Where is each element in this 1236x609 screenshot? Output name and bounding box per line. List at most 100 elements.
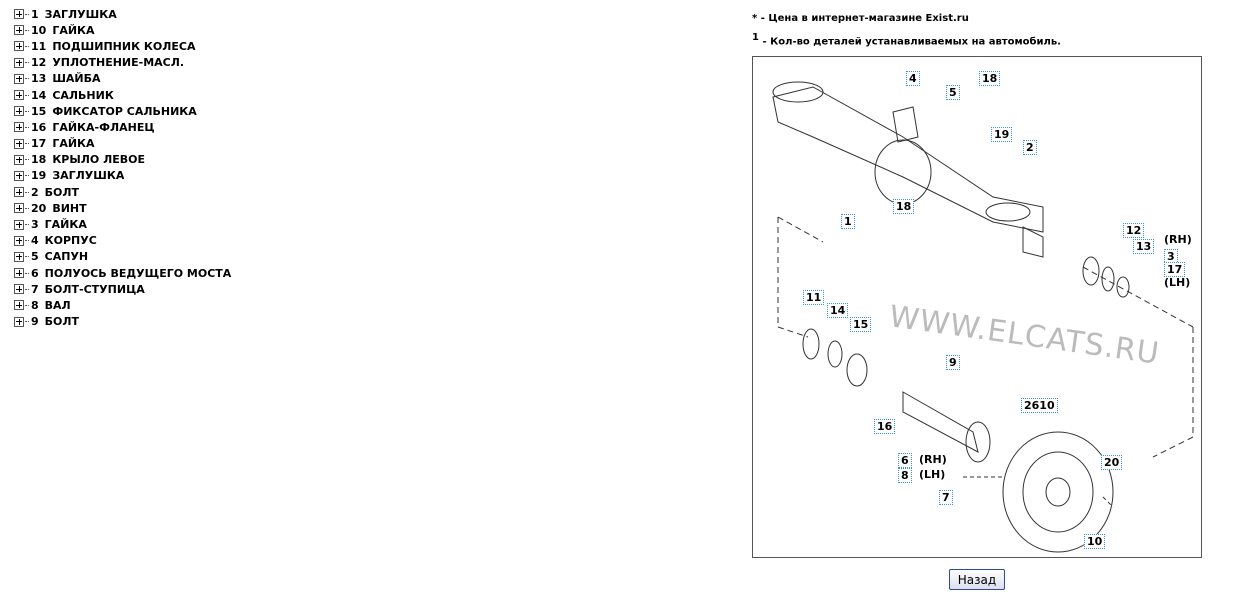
callout-6[interactable]: 6 [898, 453, 912, 468]
callout-16[interactable]: 16 [874, 419, 896, 434]
tree-connector [25, 288, 29, 290]
callout-13[interactable]: 13 [1133, 239, 1155, 254]
expand-plus-icon[interactable] [14, 25, 24, 36]
expand-plus-icon[interactable] [14, 187, 24, 198]
callout-20[interactable]: 20 [1101, 455, 1123, 470]
expand-plus-icon[interactable] [14, 106, 24, 117]
expand-plus-icon[interactable] [14, 203, 24, 214]
callout-11[interactable]: 11 [803, 290, 825, 305]
callout-1[interactable]: 1 [841, 214, 855, 229]
tree-connector [25, 207, 29, 209]
rh-label: (RH) [1164, 233, 1192, 246]
part-name: ЗАГЛУШКА [52, 169, 125, 183]
expand-plus-icon[interactable] [14, 300, 24, 311]
part-item[interactable]: 19 ЗАГЛУШКА [14, 168, 231, 184]
part-number: 6 [31, 266, 39, 280]
callout-10[interactable]: 10 [1084, 534, 1106, 549]
part-number: 5 [31, 250, 39, 264]
part-name: САПУН [44, 250, 89, 264]
callout-8[interactable]: 8 [898, 468, 912, 483]
callout-15[interactable]: 15 [850, 317, 872, 332]
part-name: БОЛТ [44, 185, 80, 199]
part-number: 19 [31, 169, 47, 183]
expand-plus-icon[interactable] [14, 9, 24, 20]
expand-plus-icon[interactable] [14, 154, 24, 165]
part-name: ГАЙКА [52, 137, 95, 151]
part-number: 12 [31, 56, 47, 70]
tree-connector [25, 321, 29, 323]
callout-14[interactable]: 14 [827, 303, 849, 318]
callout-18[interactable]: 18 [979, 71, 1001, 86]
part-name: ВАЛ [44, 298, 71, 312]
callout-19[interactable]: 19 [991, 127, 1013, 142]
expand-plus-icon[interactable] [14, 73, 24, 84]
lh-label: (LH) [1164, 276, 1191, 289]
expand-plus-icon[interactable] [14, 170, 24, 181]
expand-plus-icon[interactable] [14, 57, 24, 68]
quantity-note: - Кол-во деталей устанавливаемых на авто… [758, 36, 1061, 48]
part-number: 13 [31, 72, 47, 86]
part-item[interactable]: 13 ШАЙБА [14, 71, 231, 87]
price-note: - Цена в интернет-магазине Exist.ru [757, 13, 969, 24]
part-number: 14 [31, 88, 47, 102]
part-item[interactable]: 5 САПУН [14, 249, 231, 265]
expand-plus-icon[interactable] [14, 235, 24, 246]
part-item[interactable]: 7 БОЛТ-СТУПИЦА [14, 281, 231, 297]
expand-plus-icon[interactable] [14, 138, 24, 149]
part-number: 16 [31, 120, 47, 134]
callout-18[interactable]: 18 [893, 199, 915, 214]
expand-plus-icon[interactable] [14, 41, 24, 52]
expand-plus-icon[interactable] [14, 316, 24, 327]
expand-plus-icon[interactable] [14, 251, 24, 262]
part-item[interactable]: 2 БОЛТ [14, 184, 231, 200]
callout-12[interactable]: 12 [1123, 223, 1145, 238]
expand-plus-icon[interactable] [14, 90, 24, 101]
part-name: БОЛТ [44, 315, 80, 329]
back-button[interactable]: Назад [949, 569, 1005, 590]
part-name: ВИНТ [52, 201, 87, 215]
callout-9[interactable]: 9 [946, 355, 960, 370]
tree-connector [25, 304, 29, 306]
callout-4[interactable]: 4 [906, 71, 920, 86]
tree-connector [25, 78, 29, 80]
tree-connector [25, 143, 29, 145]
tree-connector [25, 126, 29, 128]
part-number: 7 [31, 282, 39, 296]
tree-connector [25, 224, 29, 226]
lh-label-shaft: (LH) [919, 468, 946, 481]
callout-2610[interactable]: 2610 [1021, 398, 1058, 413]
part-number: 1 [31, 7, 39, 21]
part-name: ГАЙКА [44, 218, 87, 232]
part-number: 2 [31, 185, 39, 199]
tree-connector [25, 256, 29, 258]
callout-17[interactable]: 17 [1164, 262, 1186, 277]
part-number: 11 [31, 39, 47, 53]
callout-2[interactable]: 2 [1023, 140, 1037, 155]
expand-plus-icon[interactable] [14, 268, 24, 279]
part-name: БОЛТ-СТУПИЦА [44, 282, 145, 296]
callout-5[interactable]: 5 [946, 85, 960, 100]
callout-7[interactable]: 7 [939, 490, 953, 505]
expand-plus-icon[interactable] [14, 219, 24, 230]
part-number: 4 [31, 234, 39, 248]
expand-plus-icon[interactable] [14, 284, 24, 295]
part-name: ШАЙБА [52, 72, 101, 86]
expand-plus-icon[interactable] [14, 122, 24, 133]
